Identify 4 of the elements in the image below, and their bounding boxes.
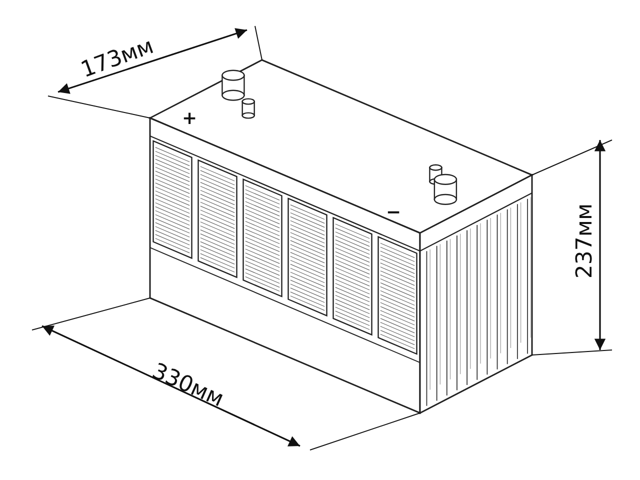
terminal-sign: − — [386, 204, 402, 222]
dimension-value: 173мм — [78, 36, 157, 82]
dimension-value: 237мм — [574, 203, 597, 279]
terminal-sign: + — [182, 110, 198, 128]
